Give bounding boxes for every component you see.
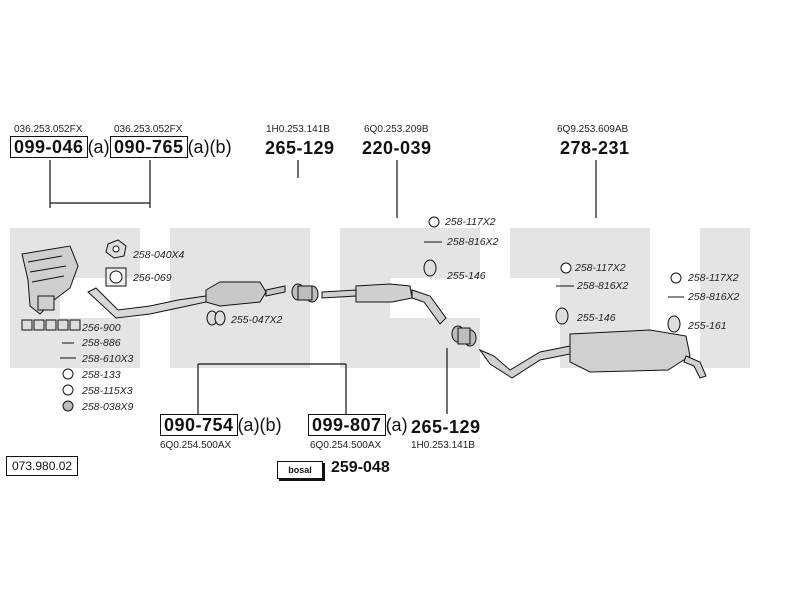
oe-number-265-129-top: 1H0.253.141B bbox=[266, 124, 330, 135]
small-part-rear-end-1[interactable]: 258-816X2 bbox=[688, 291, 740, 303]
small-part-left-1[interactable]: 258-886 bbox=[82, 337, 121, 349]
small-part-left-3[interactable]: 258-133 bbox=[82, 369, 121, 381]
part-label-278-231[interactable]: 278-231 bbox=[560, 138, 630, 158]
small-part-mid-1[interactable]: 258-816X2 bbox=[447, 236, 499, 248]
oe-number-090-765: 036.253.052FX bbox=[114, 124, 183, 135]
part-label-265-129-top[interactable]: 265-129 bbox=[265, 138, 335, 158]
small-part-left-5[interactable]: 258-038X9 bbox=[82, 401, 134, 413]
small-part-front-2[interactable]: 255-047X2 bbox=[231, 314, 283, 326]
oe-number-090-754: 6Q0.254.500AX bbox=[160, 440, 232, 451]
part-suffix: (a)(b) bbox=[187, 137, 232, 157]
part-label-099-046[interactable]: 099-046(a) bbox=[10, 136, 110, 158]
small-part-mid-2[interactable]: 255-146 bbox=[447, 270, 486, 282]
small-part-left-4[interactable]: 258-115X3 bbox=[82, 385, 133, 397]
part-label-090-754[interactable]: 090-754(a)(b) bbox=[160, 414, 282, 436]
part-label-099-807[interactable]: 099-807(a) bbox=[308, 414, 408, 436]
small-part-rear-end-0[interactable]: 258-117X2 bbox=[688, 272, 739, 284]
oe-number-265-129-bottom: 1H0.253.141B bbox=[411, 440, 475, 451]
small-part-front-0[interactable]: 258-040X4 bbox=[133, 249, 185, 261]
diagram-reference: 073.980.02 bbox=[6, 456, 79, 476]
small-part-front-1[interactable]: 256-069 bbox=[133, 272, 172, 284]
small-part-mid-0[interactable]: 258-117X2 bbox=[445, 216, 496, 228]
bosal-logo-badge: bosal bbox=[277, 461, 323, 479]
oe-number-278-231: 6Q9.253.609AB bbox=[557, 124, 629, 135]
oe-number-099-807: 6Q0.254.500AX bbox=[310, 440, 382, 451]
part-number: 099-046 bbox=[10, 136, 88, 158]
part-number: 090-765 bbox=[110, 136, 188, 158]
part-suffix: (a) bbox=[87, 137, 110, 157]
small-part-rear-mid-1[interactable]: 258-816X2 bbox=[577, 280, 629, 292]
small-part-rear-mid-2[interactable]: 255-146 bbox=[577, 312, 616, 324]
part-suffix: (a) bbox=[385, 415, 408, 435]
small-part-rear-mid-0[interactable]: 258-117X2 bbox=[575, 262, 626, 274]
part-label-265-129-bottom[interactable]: 265-129 bbox=[411, 417, 481, 437]
oe-number-099-046: 036.253.052FX bbox=[14, 124, 83, 135]
small-part-left-0[interactable]: 256-900 bbox=[82, 322, 121, 334]
part-label-090-765[interactable]: 090-765(a)(b) bbox=[110, 136, 232, 158]
part-label-259-048[interactable]: 259-048 bbox=[331, 459, 390, 476]
part-number: 099-807 bbox=[308, 414, 386, 436]
part-number: 090-754 bbox=[160, 414, 238, 436]
small-part-left-2[interactable]: 258-610X3 bbox=[82, 353, 134, 365]
small-part-rear-end-2[interactable]: 255-161 bbox=[688, 320, 727, 332]
part-suffix: (a)(b) bbox=[237, 415, 282, 435]
part-label-220-039[interactable]: 220-039 bbox=[362, 138, 432, 158]
oe-number-220-039: 6Q0.253.209B bbox=[364, 124, 429, 135]
